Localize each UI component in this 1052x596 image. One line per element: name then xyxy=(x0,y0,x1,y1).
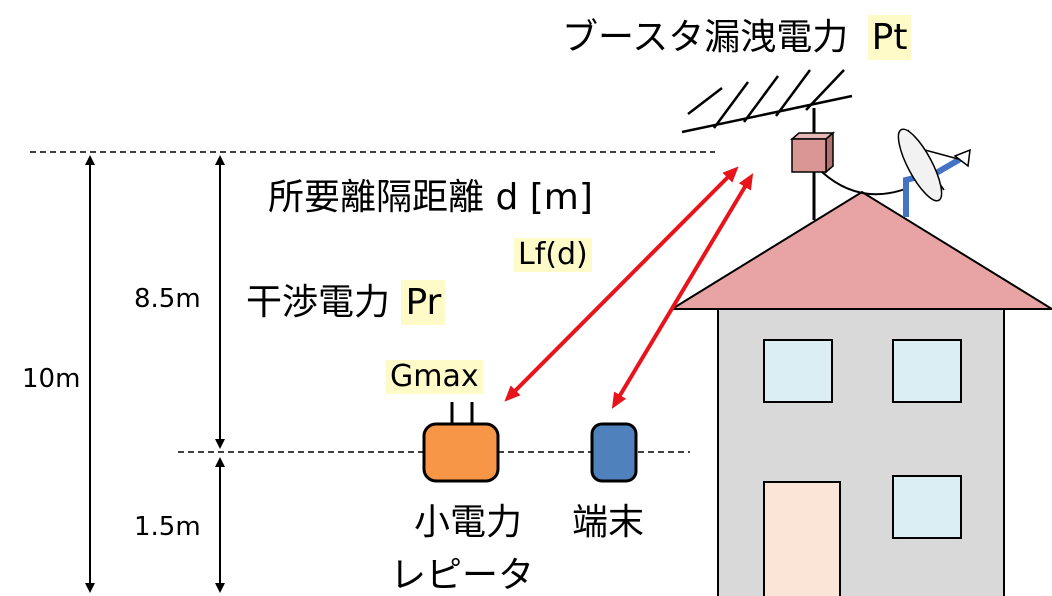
booster-pt: Pt xyxy=(867,15,912,60)
repeater-device xyxy=(422,402,500,483)
tv-antenna xyxy=(681,69,853,220)
interference-arrow-terminal xyxy=(611,173,754,409)
height-lower-label: 1.5m xyxy=(134,512,201,542)
separation-distance-label: 所要離隔距離 d [m] xyxy=(268,177,593,218)
window-upper-right xyxy=(892,339,962,403)
interference-title: 干渉電力 xyxy=(246,282,391,323)
repeater-label-line2: レピータ xyxy=(390,555,535,596)
gmax-label: Gmax xyxy=(386,360,483,394)
booster-label: ブースタ漏洩電力 Pt xyxy=(562,15,912,60)
height-upper-label: 8.5m xyxy=(134,284,201,314)
repeater-label-line1: 小電力 xyxy=(414,502,523,543)
terminal-device xyxy=(590,422,638,483)
booster-title: ブースタ漏洩電力 xyxy=(562,17,849,58)
interference-label: 干渉電力 Pr xyxy=(246,280,446,325)
terminal-label: 端末 xyxy=(572,502,645,543)
satellite-dish xyxy=(897,128,971,217)
antenna-cable xyxy=(821,171,909,196)
height-total-label: 10m xyxy=(22,364,81,394)
window-upper-left xyxy=(763,339,833,403)
house xyxy=(668,190,1052,596)
window-lower-right xyxy=(892,475,962,539)
interference-pr: Pr xyxy=(401,280,446,325)
lf-label: Lf(d) xyxy=(514,238,592,272)
house-door xyxy=(763,481,841,596)
booster-box xyxy=(789,131,836,174)
house-roof xyxy=(668,190,1052,310)
